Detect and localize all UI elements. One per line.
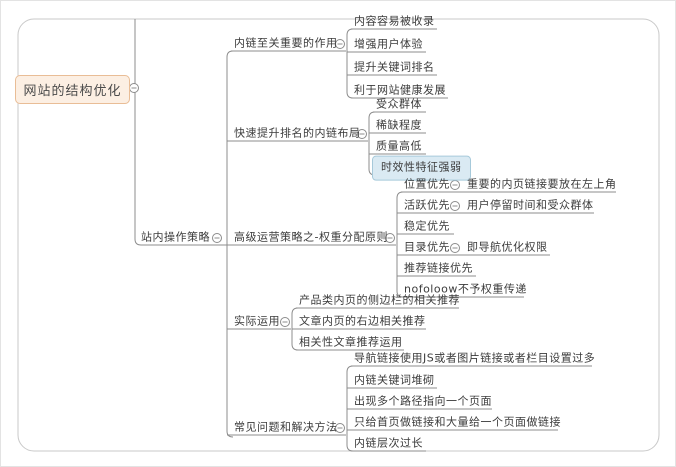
leaf-topic[interactable]: 内链关键词堆砌 xyxy=(354,373,435,387)
leaf-topic[interactable]: 产品类内页的侧边栏的相关推荐 xyxy=(299,293,460,307)
collapse-icon[interactable] xyxy=(450,201,460,211)
section-inlink-importance[interactable]: 内链至关重要的作用 xyxy=(234,36,338,50)
section-common-problems[interactable]: 常见问题和解决方法 xyxy=(234,420,338,434)
collapse-icon[interactable] xyxy=(450,180,460,190)
leaf-topic[interactable]: 利于网站健康发展 xyxy=(354,83,446,97)
leaf-topic[interactable]: 提升关键词排名 xyxy=(354,60,435,74)
leaf-topic[interactable]: 内容容易被收录 xyxy=(354,14,435,28)
leaf-topic[interactable]: 推荐链接优先 xyxy=(404,261,473,275)
section-inlink-layout[interactable]: 快速提升排名的内链布局 xyxy=(234,126,361,140)
leaf-topic[interactable]: 出现多个路径指向一个页面 xyxy=(354,394,492,408)
collapse-icon[interactable] xyxy=(385,233,395,243)
collapse-icon[interactable] xyxy=(357,129,367,139)
detail-topic[interactable]: 重要的内页链接要放在左上角 xyxy=(467,177,617,191)
leaf-topic[interactable]: 只给首页做链接和大量给一个页面做链接 xyxy=(354,415,561,429)
leaf-topic[interactable]: 导航链接使用JS或者图片链接或者栏目设置过多 xyxy=(354,351,596,365)
leaf-topic[interactable]: 质量高低 xyxy=(376,139,422,153)
collapse-icon[interactable] xyxy=(212,233,222,243)
collapse-icon[interactable] xyxy=(450,243,460,253)
section-practical-use[interactable]: 实际运用 xyxy=(234,314,280,328)
leaf-topic[interactable]: 位置优先 xyxy=(404,177,450,191)
topic-site-strategy[interactable]: 站内操作策略 xyxy=(141,230,210,244)
leaf-topic[interactable]: 活跃优先 xyxy=(404,198,450,212)
detail-topic[interactable]: 用户停留时间和受众群体 xyxy=(467,198,594,212)
sheet-frame xyxy=(17,18,660,452)
leaf-topic[interactable]: 增强用户体验 xyxy=(354,37,423,51)
highlighted-topic[interactable]: 时效性特征强弱 xyxy=(372,155,471,181)
branch-lines xyxy=(134,19,616,452)
collapse-icon[interactable] xyxy=(280,317,290,327)
detail-topic[interactable]: 即导航优化权限 xyxy=(467,240,548,254)
leaf-topic[interactable]: 相关性文章推荐运用 xyxy=(299,335,403,349)
collapse-icon[interactable] xyxy=(129,83,139,93)
leaf-topic[interactable]: 内链层次过长 xyxy=(354,436,423,450)
leaf-topic[interactable]: 稳定优先 xyxy=(404,219,450,233)
collapse-icon[interactable] xyxy=(335,423,345,433)
leaf-topic[interactable]: 目录优先 xyxy=(404,240,450,254)
leaf-topic[interactable]: 稀缺程度 xyxy=(376,118,422,132)
collapse-icon[interactable] xyxy=(335,39,345,49)
section-weight-distribution[interactable]: 高级运营策略之-权重分配原则 xyxy=(234,230,388,244)
root-topic[interactable]: 网站的结构优化 xyxy=(15,75,130,104)
leaf-topic[interactable]: nofoloow不予权重传递 xyxy=(404,282,527,296)
leaf-topic[interactable]: 受众群体 xyxy=(376,97,422,111)
leaf-topic[interactable]: 文章内页的右边相关推荐 xyxy=(299,314,426,328)
